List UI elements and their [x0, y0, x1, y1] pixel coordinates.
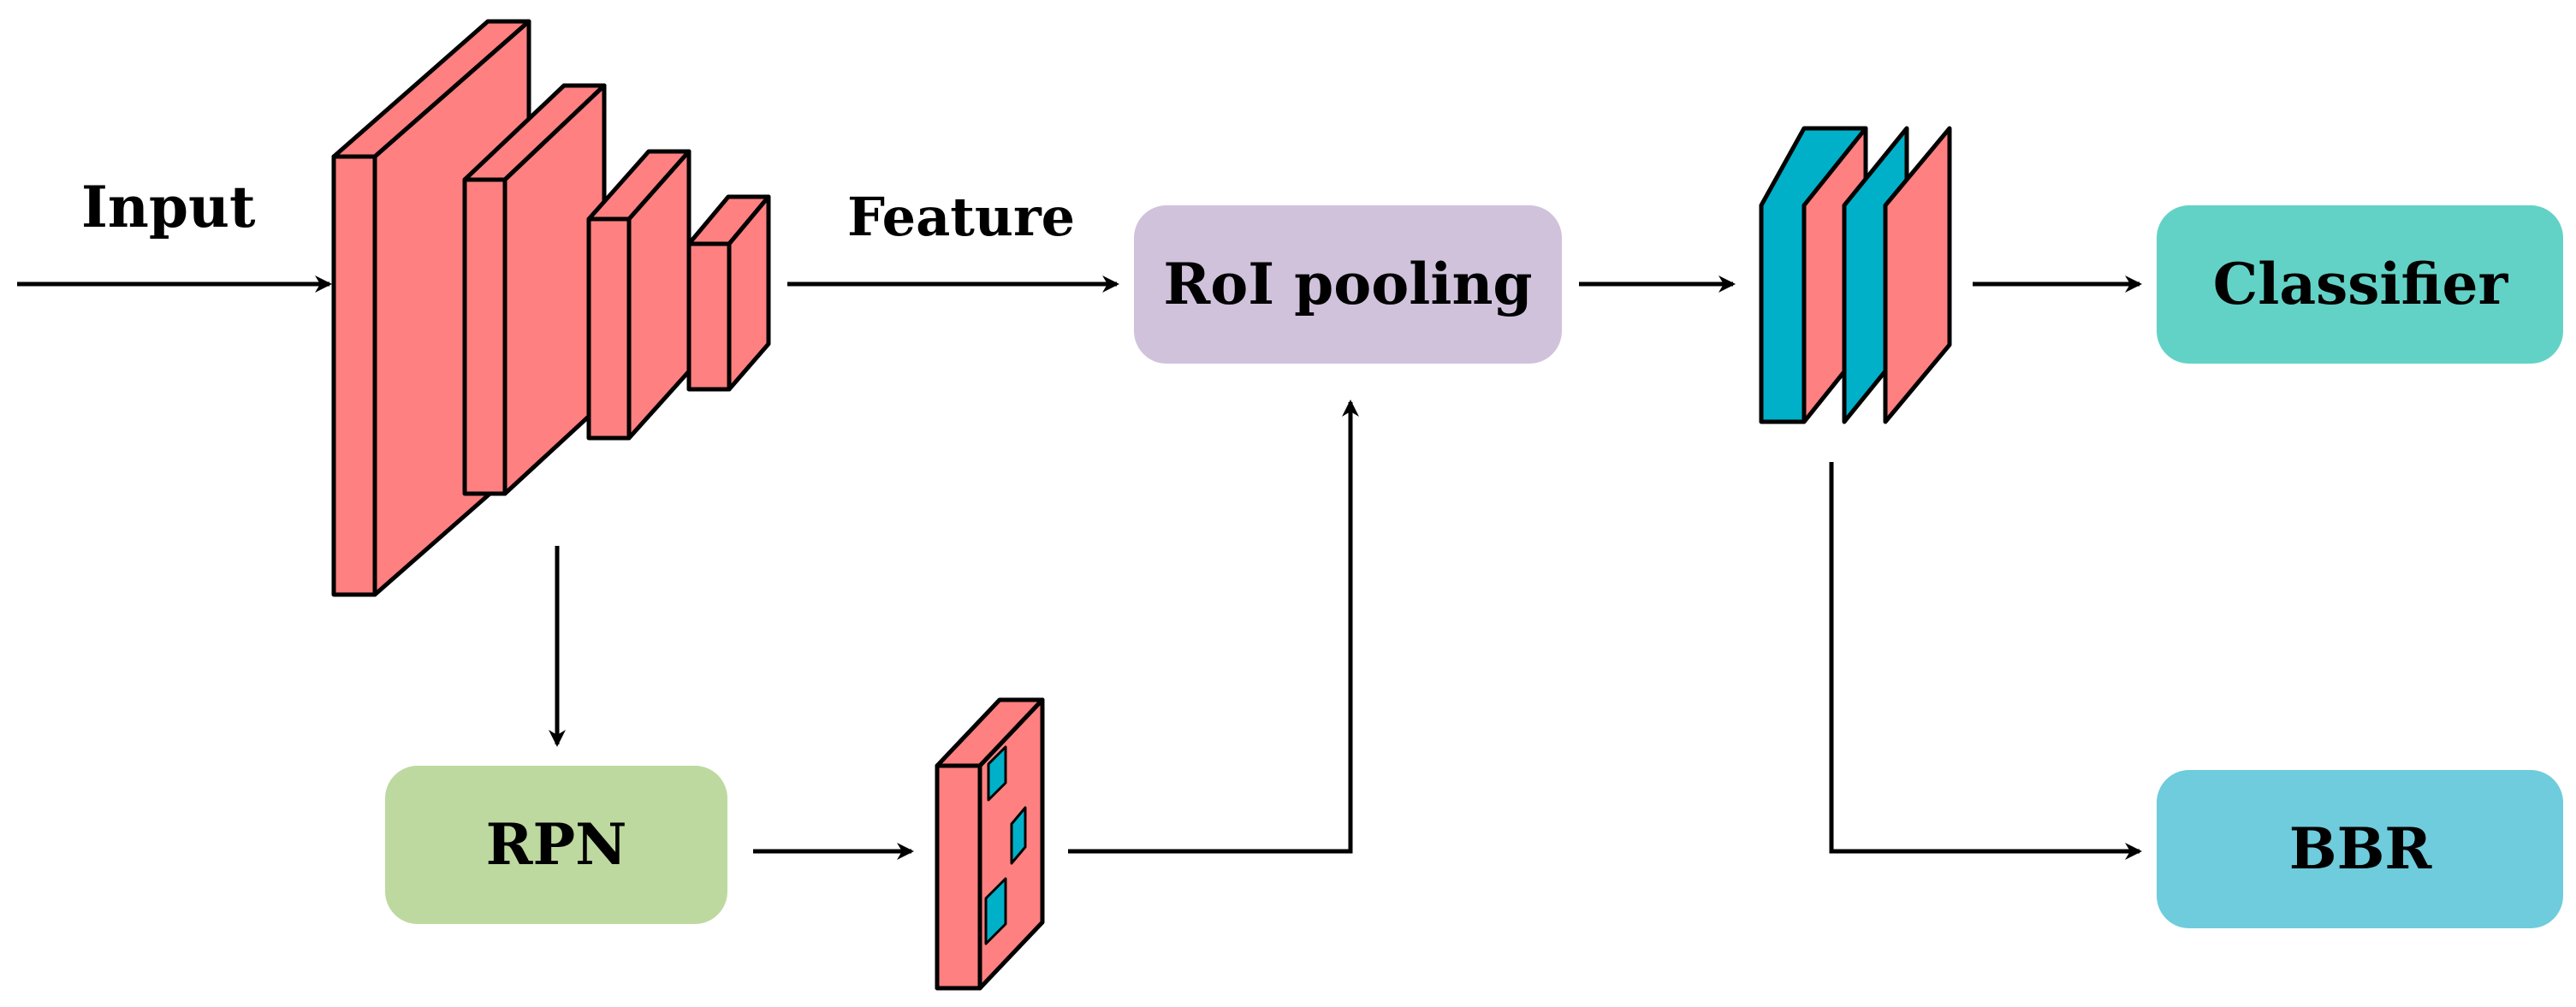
bbr-label: BBR — [2289, 815, 2433, 882]
feature-label: Feature — [847, 186, 1075, 248]
proposal-region-2 — [1010, 806, 1027, 865]
classifier-label: Classifier — [2213, 251, 2509, 317]
roi-pooling-box: RoI pooling — [1134, 205, 1562, 364]
roi-slice-4 — [1883, 126, 1952, 424]
proposal-region-3 — [984, 877, 1007, 945]
proposals-to-roi-arrow — [1068, 400, 1359, 854]
bbr-box: BBR — [2157, 770, 2563, 928]
conv-block-3 — [586, 149, 691, 441]
proposal-region-1 — [987, 745, 1007, 802]
connectors — [17, 275, 2142, 860]
roi-features — [1759, 126, 1952, 424]
features-to-bbr-arrow — [1829, 462, 2142, 860]
backbone-cnn — [331, 19, 771, 597]
roi-pooling-label: RoI pooling — [1163, 251, 1532, 317]
proposal-feature-map — [935, 697, 1045, 991]
classifier-box: Classifier — [2157, 205, 2563, 364]
conv-block-2 — [462, 83, 607, 496]
input-label: Input — [81, 174, 256, 240]
rpn-label: RPN — [486, 811, 627, 878]
conv-block-4 — [686, 194, 771, 392]
rpn-box: RPN — [385, 766, 727, 924]
